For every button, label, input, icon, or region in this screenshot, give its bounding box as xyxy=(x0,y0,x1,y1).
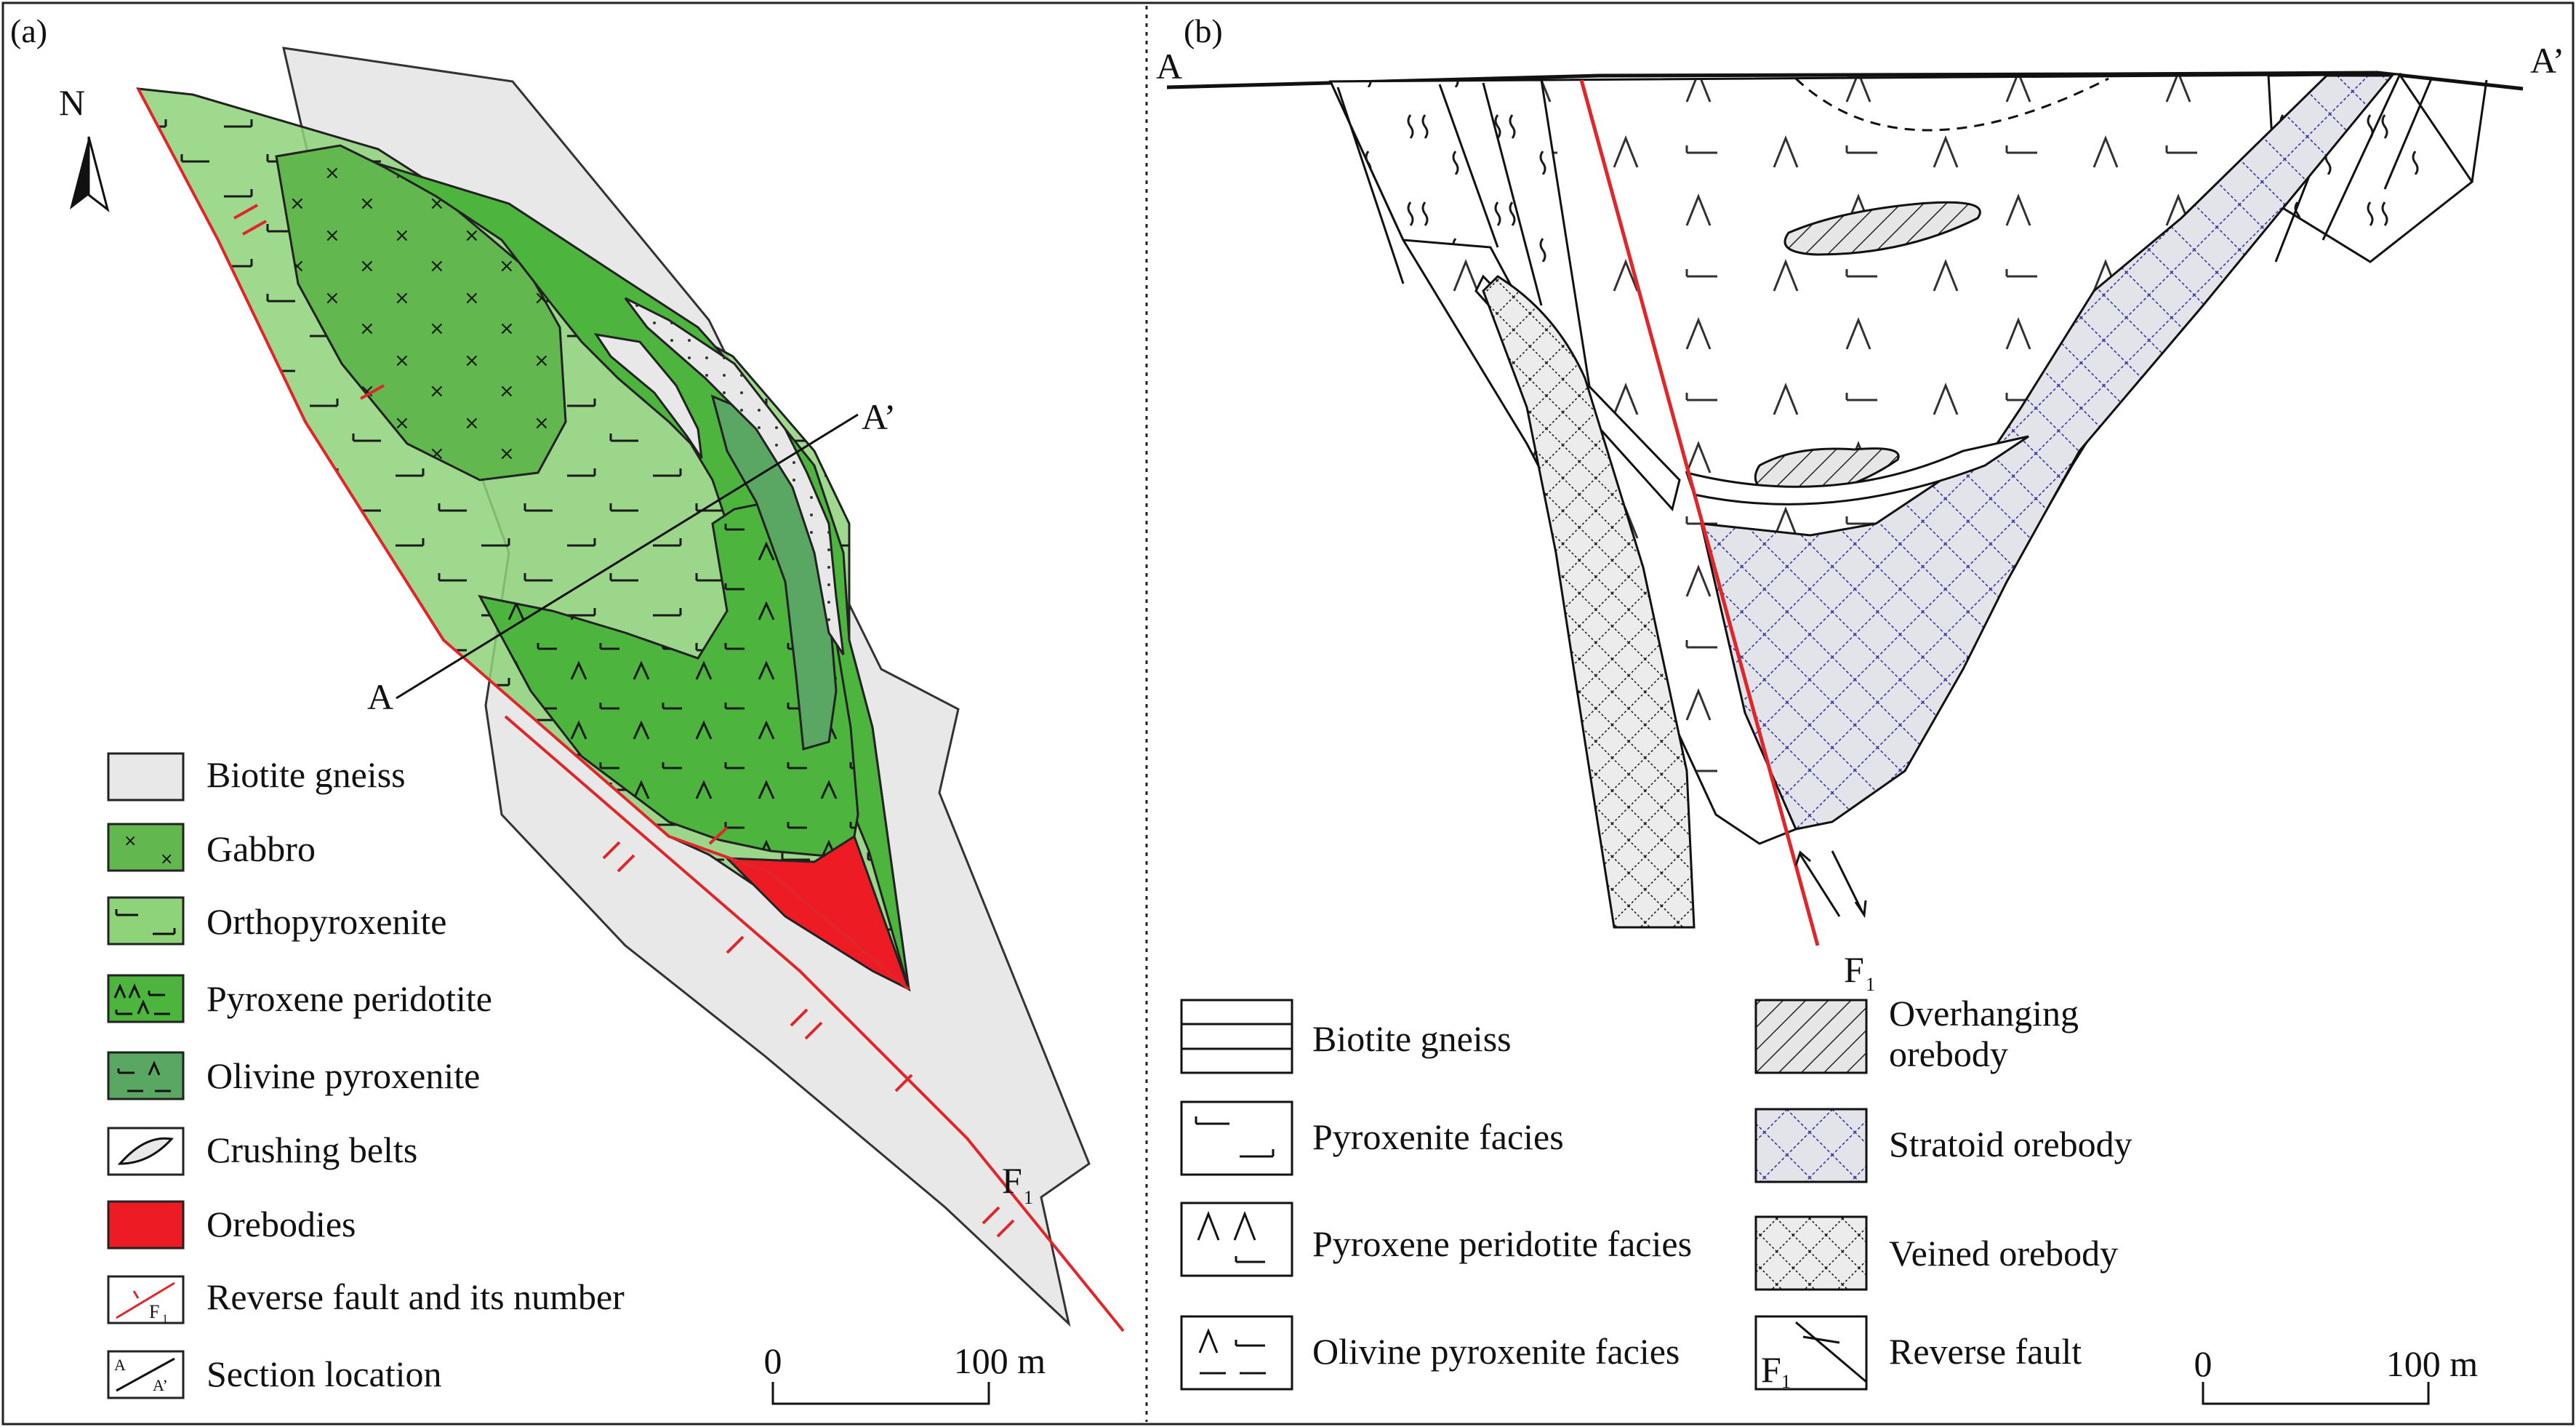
legend-b-swatch-veined xyxy=(1754,1215,1868,1291)
scale-b-end: 100 m xyxy=(2386,1343,2479,1384)
legend-b: Biotite gneiss Pyroxenite facies Pyroxen… xyxy=(1180,993,2132,1392)
legend-f1-sub: 1 xyxy=(162,1313,168,1325)
legend-b-label-biotite: Biotite gneiss xyxy=(1312,1018,1512,1059)
scale-b-zero: 0 xyxy=(2194,1343,2212,1384)
section-fault-subscript: 1 xyxy=(1866,974,1875,995)
legend-b-swatch-stratoid xyxy=(1754,1108,1868,1183)
pyroxenite-dashed-boundary xyxy=(1794,77,2109,132)
fault-f1-subscript: 1 xyxy=(1024,1187,1033,1208)
legend-b-label-overhanging-2: orebody xyxy=(1889,1034,2008,1074)
gabbro-symbols xyxy=(276,145,566,480)
legend-swatch-olivine-pyroxenite xyxy=(107,1051,185,1100)
legend-b-fault-label: F xyxy=(1761,1349,1781,1390)
legend-label-orebodies: Orebodies xyxy=(206,1204,356,1244)
section-a-label: A xyxy=(367,676,393,717)
panel-a-label: (a) xyxy=(10,12,47,49)
legend-label-olivine-pyroxenite: Olivine pyroxenite xyxy=(206,1055,480,1096)
legend-label-crushing: Crushing belts xyxy=(206,1130,417,1170)
reverse-fault-section xyxy=(1579,79,1820,946)
svg-text:×: × xyxy=(124,832,137,850)
pyroxene-peridotite-symbols xyxy=(480,502,858,858)
legend-b-swatch-fault xyxy=(1754,1315,1868,1391)
crushing-belt-dots xyxy=(625,298,843,655)
overhanging-orebody-upper xyxy=(1783,201,1981,256)
legend-b-label-veined: Veined orebody xyxy=(1889,1233,2118,1274)
legend-label-section: Section location xyxy=(206,1354,442,1394)
fault-ticks-west xyxy=(233,204,729,845)
legend-b-swatch-pyroxenite xyxy=(1180,1100,1293,1176)
north-arrow-icon: N xyxy=(59,82,110,212)
scale-bar-a: 0 100 m xyxy=(764,1340,1046,1405)
legend-b-swatch-biotite xyxy=(1180,999,1293,1074)
section-b-a-label: A xyxy=(1156,46,1182,87)
legend-b-label-olivine: Olivine pyroxenite facies xyxy=(1312,1331,1680,1372)
panel-a: (a) N xyxy=(10,12,1125,1405)
legend-swatch-gabbro xyxy=(107,823,185,872)
reverse-fault-west xyxy=(137,88,910,991)
legend-a: Biotite gneiss × × Gabbro Orthopyroxenit… xyxy=(107,752,625,1399)
legend-swatch-orebodies xyxy=(107,1200,185,1250)
legend-label-biotite: Biotite gneiss xyxy=(206,754,406,795)
north-label: N xyxy=(59,82,85,123)
crushing-belt-upper xyxy=(593,332,703,459)
reverse-fault-f1 xyxy=(504,715,1125,1332)
legend-b-label-peridotite: Pyroxene peridotite facies xyxy=(1312,1223,1692,1264)
legend-b-swatch-overhanging xyxy=(1754,999,1868,1074)
legend-f1-label: F xyxy=(149,1301,159,1322)
veined-orebody xyxy=(1482,275,1696,929)
legend-swatch-crushing xyxy=(107,1127,185,1176)
legend-b-label-overhanging-1: Overhanging xyxy=(1889,993,2079,1034)
legend-b-swatch-olivine xyxy=(1180,1315,1293,1391)
legend-label-pyroxene-peridotite: Pyroxene peridotite xyxy=(206,978,492,1019)
scale-bar-b: 0 100 m xyxy=(2194,1343,2479,1405)
legend-label-reverse-fault: Reverse fault and its number xyxy=(206,1276,625,1317)
legend-b-fault-sub: 1 xyxy=(1781,1371,1791,1392)
scale-end: 100 m xyxy=(954,1340,1046,1381)
legend-label-orthopyroxenite: Orthopyroxenite xyxy=(206,901,446,942)
pyroxenite-lens xyxy=(1685,435,2029,505)
svg-text:×: × xyxy=(160,850,173,868)
legend-label-gabbro: Gabbro xyxy=(206,828,316,869)
legend-b-label-stratoid: Stratoid orebody xyxy=(1889,1124,2132,1164)
fault-motion-arrows xyxy=(1794,850,1867,919)
stratoid-orebody xyxy=(1700,74,2395,831)
legend-section-a: A xyxy=(114,1356,126,1374)
legend-swatch-orthopyroxenite xyxy=(107,896,185,946)
fault-ticks-f1 xyxy=(602,841,1015,1238)
section-fault-label: F xyxy=(1844,949,1864,990)
section-a-prime-label: A’ xyxy=(862,396,896,437)
legend-section-a-prime: A’ xyxy=(153,1376,168,1394)
legend-swatch-biotite xyxy=(107,752,185,802)
fault-f1-label: F xyxy=(1002,1160,1022,1201)
legend-b-swatch-peridotite xyxy=(1180,1202,1293,1277)
gneiss-left-symbols xyxy=(1331,80,1600,451)
panel-b-label: (b) xyxy=(1184,12,1223,49)
section-b-a-prime-label: A’ xyxy=(2530,40,2564,81)
panel-b: (b) A A’ xyxy=(1156,12,2564,1405)
legend-b-label-fault: Reverse fault xyxy=(1889,1331,2082,1372)
legend-b-label-pyroxenite: Pyroxenite facies xyxy=(1312,1116,1564,1157)
section-line xyxy=(396,413,859,700)
scale-zero: 0 xyxy=(764,1340,782,1381)
